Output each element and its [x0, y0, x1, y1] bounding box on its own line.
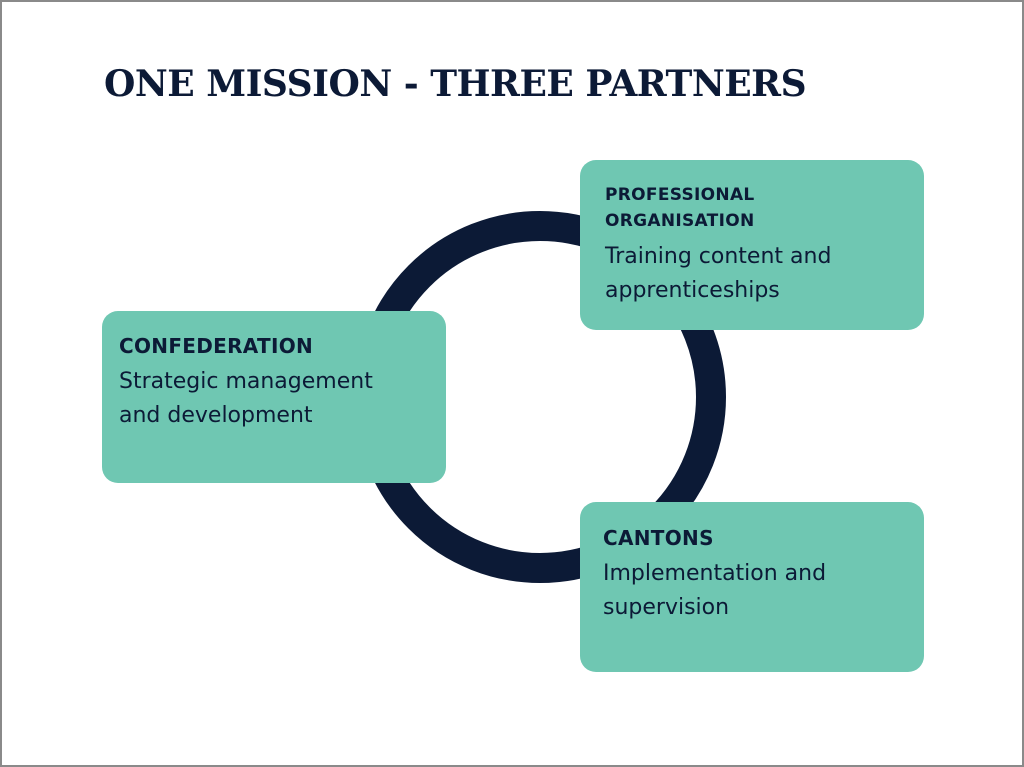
partner-description-line: and development [119, 403, 313, 428]
partner-description: Training content and apprenticeships [605, 240, 904, 308]
partner-description: Implementation and supervision [603, 557, 904, 625]
partner-description-line: Strategic management [119, 369, 373, 394]
partner-box-cantons: CANTONS Implementation and supervision [580, 502, 924, 672]
partner-description-line: supervision [603, 595, 730, 620]
page-title: ONE MISSION - THREE PARTNERS [104, 63, 807, 105]
partner-heading: PROFESSIONAL ORGANISATION [605, 182, 904, 234]
partner-box-confederation: CONFEDERATION Strategic management and d… [102, 311, 446, 483]
partner-heading: CONFEDERATION [119, 334, 314, 358]
partner-heading-line: PROFESSIONAL [605, 185, 755, 205]
partner-description-line: Training content and [605, 244, 832, 269]
partner-box-professional-organisation: PROFESSIONAL ORGANISATION Training conte… [580, 160, 924, 330]
partner-description-line: apprenticeships [605, 278, 780, 303]
partner-description-line: Implementation and [603, 561, 827, 586]
partner-description: Strategic management and development [119, 365, 426, 433]
partner-heading-line: ORGANISATION [605, 211, 755, 231]
partner-heading: CANTONS [603, 526, 714, 550]
